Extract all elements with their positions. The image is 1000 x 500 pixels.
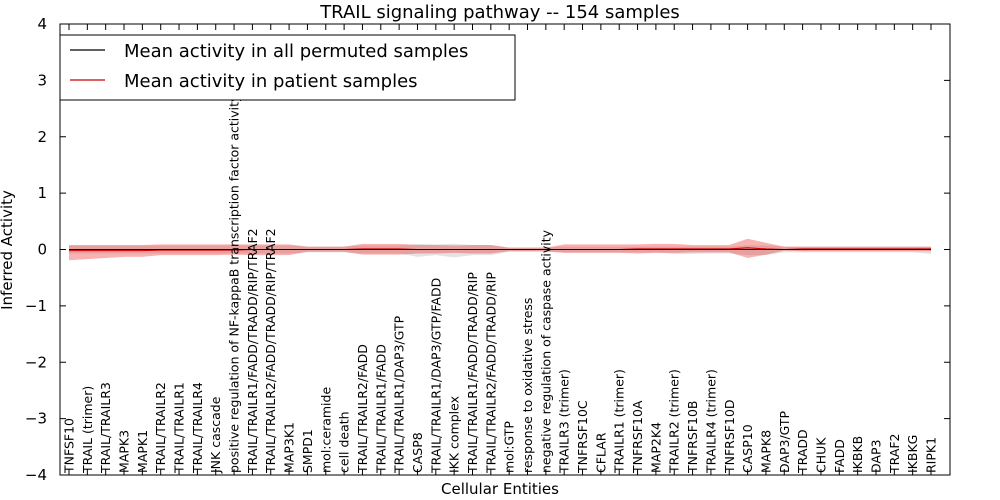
legend-label-patient: Mean activity in patient samples <box>124 71 418 92</box>
x-tick-label: SMPD1 <box>300 429 315 473</box>
x-tick-label: TRAF2 <box>887 433 902 474</box>
x-tick-label: TNFRSF10B <box>685 401 700 474</box>
x-tick-label: MAPK3 <box>117 430 132 473</box>
x-tick-label: TRAILR1 (trimer) <box>612 369 627 474</box>
y-tick-label: 0 <box>37 241 47 259</box>
y-tick-label: 4 <box>37 15 47 33</box>
x-tick-label: mol:ceramide <box>318 387 333 473</box>
y-tick-label: −2 <box>25 353 47 371</box>
x-tick-label: TRADD <box>795 429 810 474</box>
y-tick-label: 1 <box>37 184 47 202</box>
x-tick-label: IKK complex <box>447 396 462 473</box>
x-tick-label: TRAIL/TRAILR1/DAP3/GTP <box>392 315 407 474</box>
x-tick-label: TRAIL/TRAILR1/FADD/TRADD/RIP/TRAF2 <box>245 228 260 474</box>
x-tick-label: TRAILR3 (trimer) <box>557 369 572 474</box>
x-tick-label: DAP3 <box>868 440 883 473</box>
x-tick-label: TNFRSF10C <box>575 400 590 474</box>
x-tick-label: negative regulation of caspase activity <box>538 229 553 473</box>
x-tick-label: MAPK1 <box>135 430 150 473</box>
y-tick-label: 3 <box>37 71 47 89</box>
x-tick-label: TRAIL/TRAILR2/FADD <box>355 344 370 474</box>
y-tick-label: −1 <box>25 297 47 315</box>
x-tick-label: TRAIL/TRAILR1/FADD <box>373 344 388 474</box>
x-tick-label: TRAIL/TRAILR1/FADD/TRADD/RIP <box>465 272 480 474</box>
x-tick-label: TRAIL/TRAILR3 <box>98 382 113 474</box>
x-tick-label: MAP3K1 <box>282 422 297 473</box>
x-tick-label: MAP2K4 <box>648 422 663 473</box>
x-tick-label: TRAIL/TRAILR1 <box>172 382 187 474</box>
x-tick-label: cell death <box>337 411 352 473</box>
y-axis-label: Inferred Activity <box>0 190 16 310</box>
x-tick-label: CHUK <box>813 437 828 473</box>
legend-box <box>59 34 516 101</box>
x-tick-label: TNFRSF10D <box>722 399 737 474</box>
x-tick-label: RIPK1 <box>924 437 939 473</box>
x-tick-label: TRAIL (trimer) <box>80 386 95 474</box>
plot-frame <box>59 23 951 476</box>
x-tick-label: CASP10 <box>740 424 755 473</box>
x-axis-label: Cellular Entities <box>441 480 559 498</box>
x-tick-label: JNK cascade <box>208 396 223 474</box>
confidence-band-permuted <box>69 243 931 258</box>
x-tick-label: DAP3/GTP <box>777 410 792 473</box>
y-tick-label: −3 <box>25 410 47 428</box>
x-tick-label: MAPK8 <box>758 430 773 473</box>
x-tick-label: TNFRSF10A <box>630 400 645 474</box>
x-tick-label: TRAILR2 (trimer) <box>667 369 682 474</box>
x-tick-label: TNFSF10 <box>62 418 77 474</box>
x-tick-label: TRAIL/TRAILR2 <box>153 382 168 474</box>
x-tick-label: TRAIL/TRAILR2/FADD/TRADD/RIP/TRAF2 <box>263 228 278 474</box>
x-tick-label: mol:GTP <box>502 421 517 473</box>
chart-title: TRAIL signaling pathway -- 154 samples <box>319 2 680 23</box>
x-tick-label: TRAIL/TRAILR4 <box>190 382 205 474</box>
x-tick-label: IKBKG <box>905 435 920 473</box>
x-tick-label: CFLAR <box>593 432 608 473</box>
x-tick-label: positive regulation of NF-kappaB transcr… <box>227 94 242 473</box>
x-tick-label: FADD <box>832 439 847 473</box>
x-tick-label: CASP8 <box>410 432 425 473</box>
legend: Mean activity in all permuted samples Me… <box>59 34 516 101</box>
legend-label-permuted: Mean activity in all permuted samples <box>124 41 468 62</box>
x-tick-label: IKBKB <box>850 436 865 473</box>
x-tick-label: response to oxidative stress <box>520 298 535 473</box>
x-tick-label: TRAILR4 (trimer) <box>703 369 718 474</box>
x-tick-label: TRAIL/TRAILR2/FADD/TRADD/RIP <box>483 272 498 474</box>
x-tick-label: TRAIL/TRAILR1/DAP3/GTP/FADD <box>428 278 443 474</box>
y-tick-label: 2 <box>37 128 47 146</box>
y-tick-label: −4 <box>25 466 47 484</box>
